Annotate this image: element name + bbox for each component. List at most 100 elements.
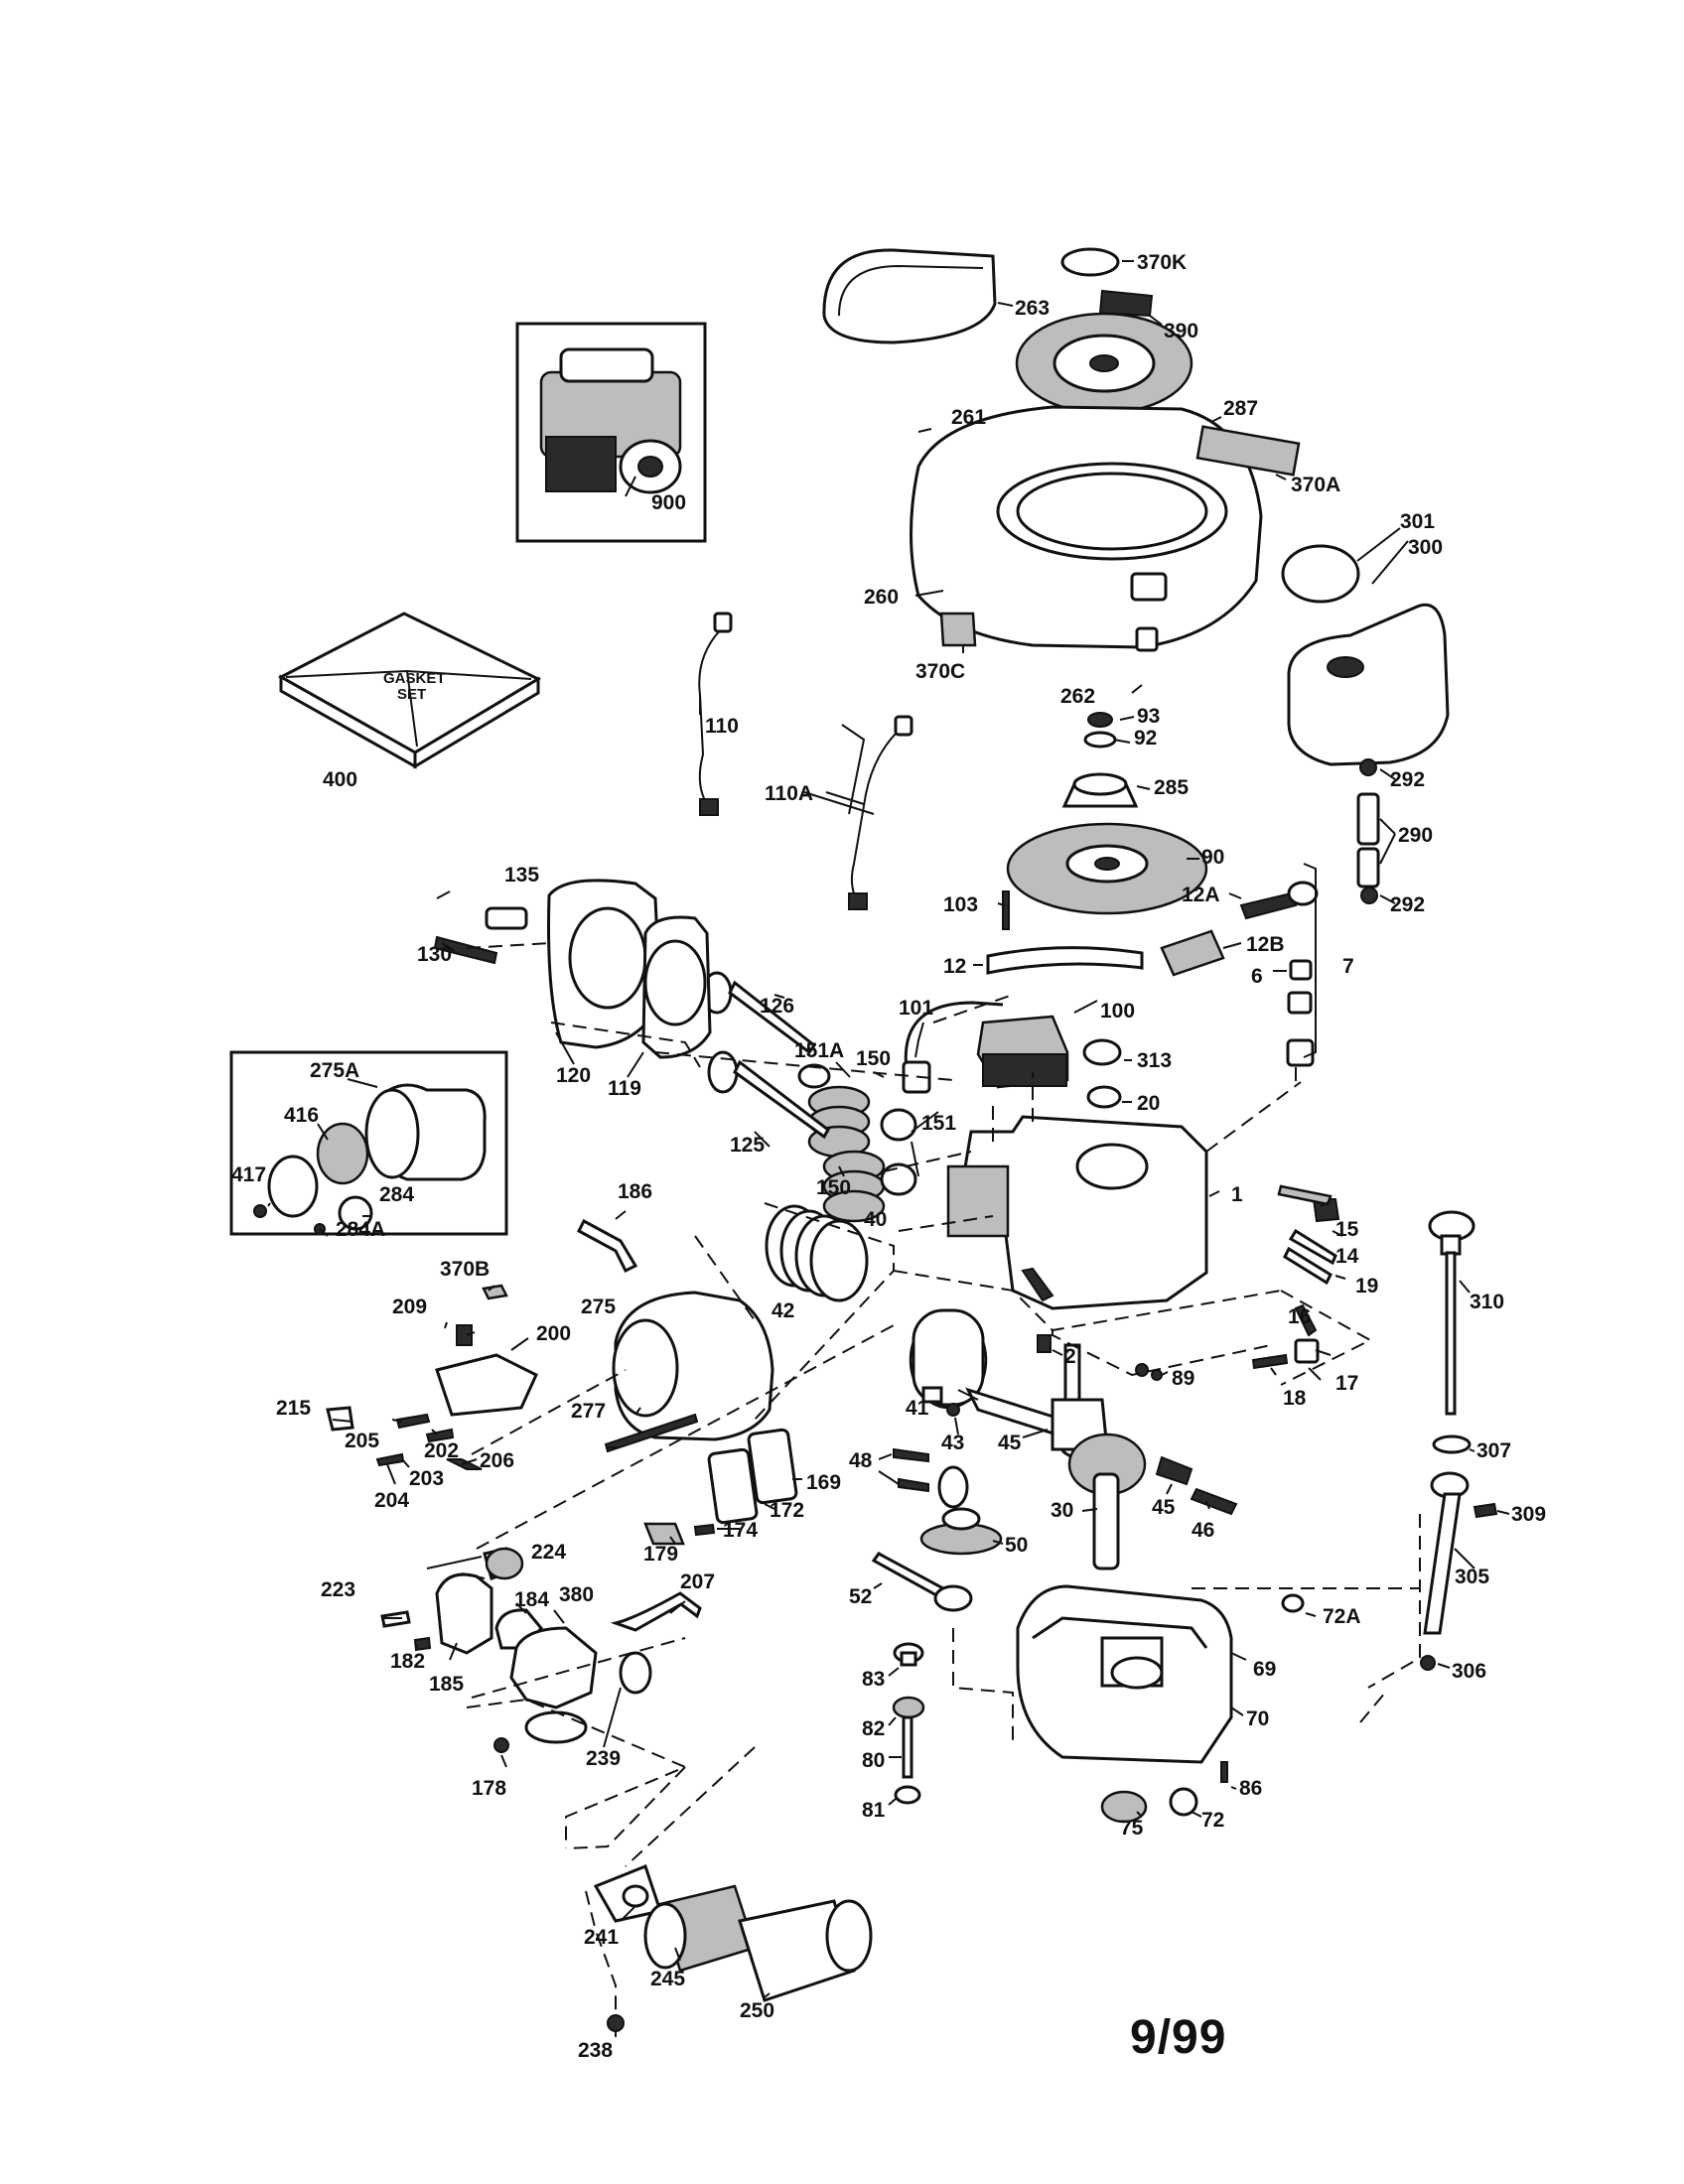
part-label-185: 185 (429, 1673, 464, 1696)
part-label-43: 43 (941, 1432, 964, 1454)
flywheel-stack (1002, 712, 1208, 930)
part-label-285: 285 (1154, 776, 1189, 799)
part-label-100: 100 (1100, 1000, 1135, 1023)
part-label-20: 20 (1137, 1092, 1160, 1115)
part-label-241: 241 (584, 1926, 619, 1949)
part-label-224: 224 (531, 1541, 566, 1564)
part-label-82: 82 (862, 1717, 885, 1740)
leader-lines (267, 260, 1510, 2037)
part-label-103: 103 (943, 893, 978, 916)
part-label-417: 417 (231, 1163, 266, 1186)
engine-block (946, 1038, 1208, 1310)
part-label-284A: 284A (336, 1218, 385, 1241)
part-label-186: 186 (618, 1180, 652, 1203)
part-label-250: 250 (740, 1999, 774, 2022)
oil-sump (1016, 1584, 1305, 1824)
part-label-380: 380 (559, 1583, 594, 1606)
part-label-41: 41 (906, 1397, 929, 1420)
part-label-184: 184 (514, 1588, 549, 1611)
part-label-206: 206 (480, 1449, 514, 1472)
part-label-86: 86 (1239, 1777, 1262, 1800)
part-label-46: 46 (1192, 1519, 1214, 1542)
engine-assembly-illustration (539, 347, 682, 494)
part-label-310: 310 (1470, 1291, 1504, 1313)
part-label-15: 15 (1335, 1218, 1359, 1241)
engine-assembly-inset (515, 322, 707, 543)
muffler (604, 1291, 798, 1546)
part-label-40: 40 (864, 1208, 887, 1231)
part-label-16: 16 (1288, 1305, 1311, 1328)
part-label-90: 90 (1201, 846, 1224, 869)
part-label-17: 17 (1335, 1372, 1358, 1395)
part-label-30: 30 (1051, 1499, 1073, 1522)
part-label-203: 203 (409, 1467, 444, 1490)
part-label-93: 93 (1137, 705, 1160, 728)
cylinder-head (433, 879, 712, 1059)
part-label-209: 209 (392, 1296, 427, 1318)
part-label-12B: 12B (1246, 933, 1285, 956)
ground-wires (698, 612, 913, 910)
part-label-48: 48 (849, 1449, 873, 1472)
blower-housing (910, 405, 1301, 652)
part-label-277: 277 (571, 1400, 606, 1423)
part-label-390: 390 (1164, 320, 1198, 342)
recoil-starter-parts (822, 247, 1193, 415)
part-label-45-rod: 45 (998, 1432, 1022, 1454)
part-label-72A: 72A (1323, 1605, 1361, 1628)
part-label-238: 238 (578, 2039, 613, 2062)
part-label-151: 151 (921, 1112, 956, 1135)
part-label-12A: 12A (1182, 884, 1220, 906)
part-number-labels: 370K 390 263 261 287 370A 900 301 300 26… (231, 251, 1546, 2062)
misc-small-parts (577, 1184, 1333, 1404)
part-label-309: 309 (1511, 1503, 1546, 1526)
ignition-module (902, 1001, 1069, 1094)
part-label-262: 262 (1060, 685, 1095, 708)
part-label-45-cap: 45 (1152, 1496, 1176, 1519)
part-label-89: 89 (1172, 1367, 1194, 1390)
part-label-182: 182 (390, 1650, 425, 1673)
camshaft-and-gear (871, 1447, 1003, 1612)
part-label-110: 110 (705, 715, 739, 738)
part-label-50: 50 (1005, 1534, 1028, 1557)
dipstick-assembly (1420, 1210, 1498, 1671)
part-label-80: 80 (862, 1749, 885, 1772)
part-label-292-bottom: 292 (1390, 893, 1425, 916)
part-label-215: 215 (276, 1397, 311, 1420)
part-label-370A: 370A (1291, 474, 1340, 496)
part-label-313: 313 (1137, 1049, 1172, 1072)
part-label-7: 7 (1342, 955, 1354, 978)
part-label-150-upper: 150 (856, 1047, 891, 1070)
part-label-301: 301 (1400, 510, 1435, 533)
part-label-70: 70 (1246, 1707, 1269, 1730)
part-label-101: 101 (899, 997, 933, 1020)
part-label-204: 204 (374, 1489, 409, 1512)
part-label-263: 263 (1015, 297, 1050, 320)
part-label-290: 290 (1398, 824, 1433, 847)
part-label-275A: 275A (310, 1059, 359, 1082)
revision-date: 9/99 (1130, 2011, 1227, 2064)
air-filter-kit-inset (229, 1050, 508, 1236)
part-label-400: 400 (323, 768, 357, 791)
part-label-416: 416 (284, 1104, 319, 1127)
part-label-151A: 151A (794, 1039, 844, 1062)
part-label-126: 126 (760, 995, 794, 1018)
part-label-292-top: 292 (1390, 768, 1425, 791)
part-label-150-lower: 150 (816, 1176, 851, 1199)
part-label-83: 83 (862, 1668, 885, 1691)
piston-group (765, 1204, 1106, 1460)
gasket-set-label-line2: SET (397, 686, 426, 703)
part-label-178: 178 (472, 1777, 506, 1800)
part-label-12: 12 (943, 955, 966, 978)
oil-pump-stack (892, 1642, 925, 1805)
part-label-130: 130 (417, 943, 452, 966)
part-label-135: 135 (504, 864, 539, 887)
part-label-245: 245 (650, 1968, 685, 1990)
part-label-223: 223 (321, 1578, 355, 1601)
part-label-14: 14 (1335, 1245, 1359, 1268)
part-label-239: 239 (586, 1747, 621, 1770)
part-label-81: 81 (862, 1799, 886, 1822)
part-label-72: 72 (1201, 1809, 1224, 1832)
governor-linkage (1251, 1198, 1340, 1370)
part-label-306: 306 (1452, 1660, 1486, 1683)
